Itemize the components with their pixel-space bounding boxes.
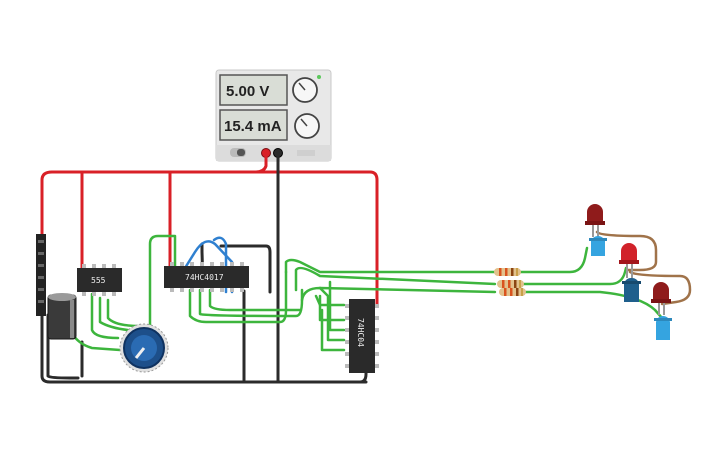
blue-wires[interactable] <box>183 236 234 294</box>
led-red-3[interactable] <box>651 282 671 315</box>
inverter-7404-chip[interactable]: 74HC04 <box>345 299 379 373</box>
voltage-readout: 5.00 V <box>226 83 269 100</box>
counter-4017-chip[interactable]: 74HC4017 <box>164 262 249 292</box>
current-readout: 15.4 mA <box>224 118 282 135</box>
resistor-2[interactable] <box>497 280 524 288</box>
indicator-light <box>317 75 321 79</box>
led-red-1[interactable] <box>585 204 605 237</box>
led-blue-1[interactable] <box>589 236 607 256</box>
capacitor[interactable] <box>47 293 77 340</box>
led-blue-2[interactable] <box>622 278 641 302</box>
power-supply[interactable]: 5.00 V 15.4 mA <box>215 69 332 162</box>
counter-label: 74HC4017 <box>185 273 224 282</box>
timer-label: 555 <box>91 276 106 285</box>
potentiometer[interactable] <box>119 323 169 373</box>
resistor-3[interactable] <box>499 288 526 296</box>
current-display <box>219 109 288 141</box>
header-strip[interactable] <box>36 234 46 316</box>
inverter-label: 74HC04 <box>356 318 365 347</box>
resistor-1[interactable] <box>494 268 521 276</box>
timer-555-chip[interactable]: 555 <box>77 264 122 296</box>
voltage-display <box>219 74 288 106</box>
led-red-2[interactable] <box>619 243 639 278</box>
power-wires[interactable] <box>40 151 379 306</box>
led-blue-3[interactable] <box>654 316 672 340</box>
led-link-wires[interactable] <box>595 230 692 306</box>
potentiometer-pointer <box>134 347 146 359</box>
